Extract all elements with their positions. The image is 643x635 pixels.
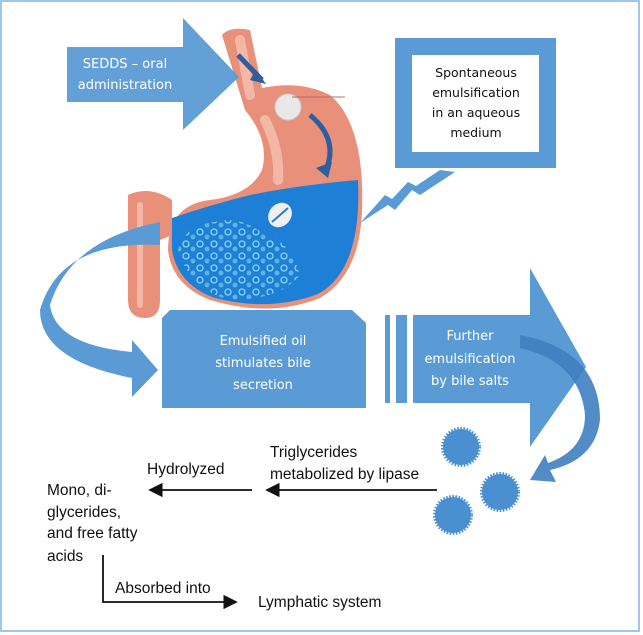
emulsified-box <box>162 310 366 408</box>
sedds-label: administration <box>78 78 172 93</box>
micelles <box>433 427 520 535</box>
spontaneous-label: in an aqueous <box>432 105 520 120</box>
absorbed-label: Absorbed into <box>115 580 211 597</box>
spontaneous-label: Spontaneous <box>435 65 517 80</box>
further-arrow <box>413 268 586 447</box>
further-label: by bile salts <box>431 374 509 389</box>
micelle-icon <box>480 472 520 512</box>
emulsified-label: secretion <box>233 378 293 393</box>
spontaneous-label: emulsification <box>432 85 520 100</box>
emulsified-label: Emulsified oil <box>220 334 307 349</box>
capsule-icon <box>274 93 302 121</box>
micelle-icon <box>441 427 481 467</box>
emulsified-label: stimulates bile <box>215 356 310 371</box>
arrow-right <box>102 555 238 610</box>
spontaneous-label: medium <box>450 125 501 140</box>
triglycerides-label: Triglycerides <box>270 444 358 461</box>
divider-bar <box>396 315 407 403</box>
lymphatic-label: Lymphatic system <box>258 594 381 611</box>
stomach-illustration <box>128 28 363 318</box>
further-label: emulsification <box>424 352 515 367</box>
lightning-pointer <box>360 170 455 223</box>
curved-arrow <box>40 222 160 397</box>
products-label: and free fatty <box>47 525 138 542</box>
micelle-icon <box>433 495 473 535</box>
triglycerides-label: metabolized by lipase <box>270 466 419 483</box>
hydrolyzed-label: Hydrolyzed <box>147 461 225 478</box>
further-label: Further <box>446 329 494 344</box>
divider-bar <box>385 315 390 403</box>
products-label: acids <box>47 548 83 565</box>
products-label: glycerides, <box>47 504 121 521</box>
curved-arrow <box>520 335 600 482</box>
sedds-label: SEDDS – oral <box>83 57 167 72</box>
sedds-arrow <box>67 18 239 130</box>
products-label: Mono, di- <box>47 482 112 499</box>
